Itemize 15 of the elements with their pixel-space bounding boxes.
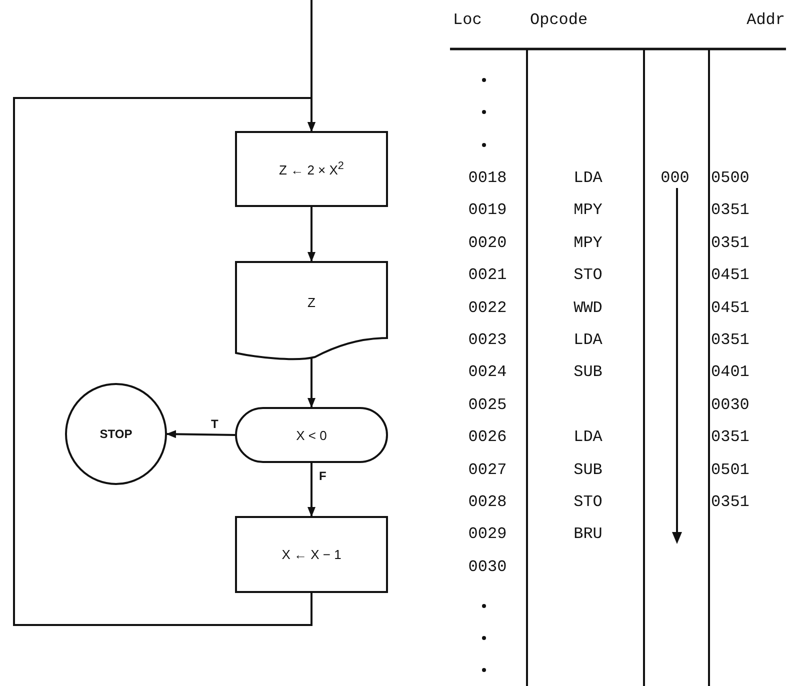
edge-label: T bbox=[210, 418, 220, 431]
process-box bbox=[235, 516, 388, 593]
arrow bbox=[308, 356, 316, 408]
arrow bbox=[308, 207, 316, 262]
node-text: X ← X − 1 bbox=[282, 547, 342, 562]
node-text: Z bbox=[308, 295, 316, 312]
edge-label: F bbox=[318, 470, 328, 483]
arrow bbox=[308, 463, 316, 517]
node-text: STOP bbox=[100, 427, 132, 441]
arrow bbox=[13, 97, 316, 626]
arrow bbox=[166, 430, 236, 438]
process-box bbox=[235, 131, 388, 207]
node-text: Z ← 2 × X$^{2}$ bbox=[279, 160, 344, 178]
node-text: X < 0 bbox=[296, 428, 327, 442]
document-shape bbox=[235, 261, 388, 362]
